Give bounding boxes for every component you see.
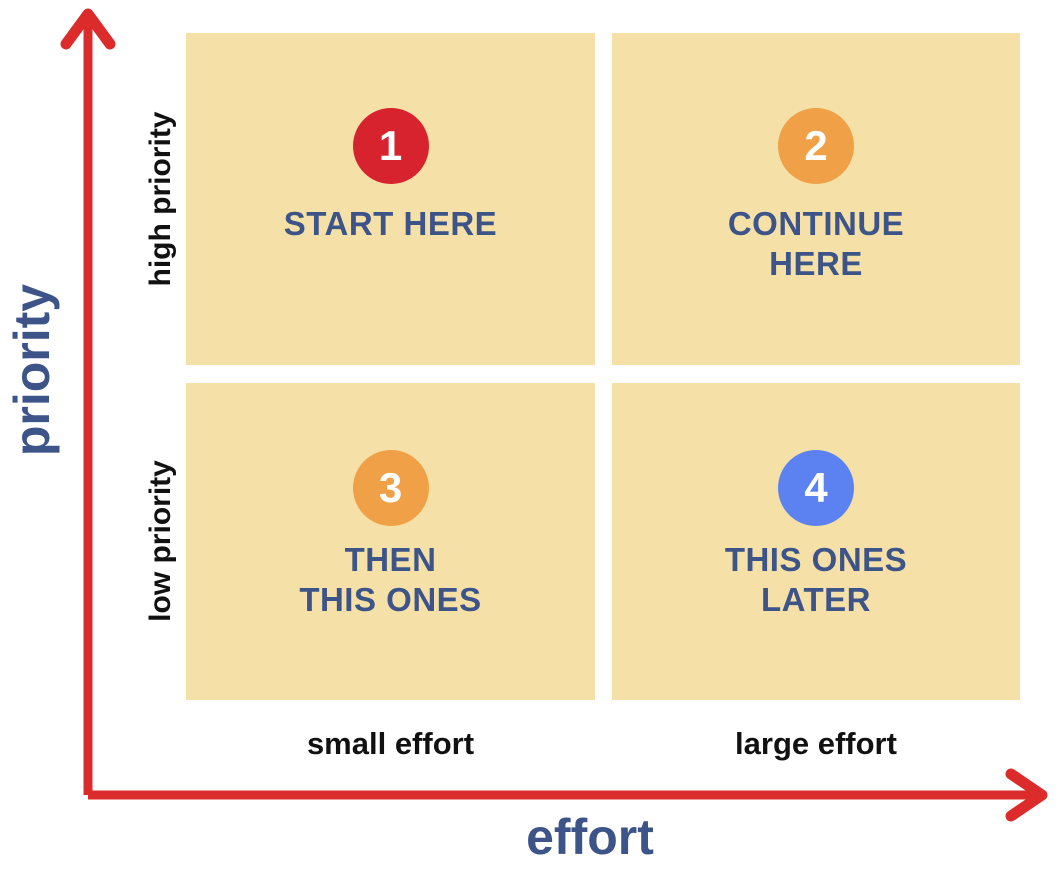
quadrant-4-number-badge: 4 bbox=[778, 450, 854, 526]
quadrant-1-number-badge: 1 bbox=[352, 108, 429, 184]
quadrant-2-number-badge: 2 bbox=[778, 108, 854, 184]
quadrant-2-high-priority-large-effort[interactable]: 2 CONTINUE HERE bbox=[612, 33, 1020, 365]
y-tick-low-priority: low priority bbox=[144, 460, 177, 622]
quadrant-3-number-badge: 3 bbox=[352, 450, 429, 526]
y-tick-high-priority: high priority bbox=[144, 111, 177, 287]
quadrant-4-label: THIS ONES LATER bbox=[724, 541, 908, 619]
y-axis-arrow bbox=[60, 8, 116, 795]
quadrant-3-low-priority-small-effort[interactable]: 3 THEN THIS ONES bbox=[186, 383, 595, 700]
quadrant-1-high-priority-small-effort[interactable]: 1 START HERE bbox=[186, 33, 595, 365]
quadrant-3-label: THEN THIS ONES bbox=[299, 541, 482, 619]
x-tick-large-effort: large effort bbox=[735, 726, 897, 761]
y-axis-title: priority bbox=[4, 283, 60, 457]
quadrant-4-low-priority-large-effort[interactable]: 4 THIS ONES LATER bbox=[612, 383, 1020, 700]
x-tick-small-effort: small effort bbox=[306, 726, 475, 761]
x-axis-title: effort bbox=[526, 809, 654, 865]
quadrant-1-label: START HERE bbox=[283, 205, 498, 242]
quadrant-2-label: CONTINUE HERE bbox=[727, 205, 905, 283]
